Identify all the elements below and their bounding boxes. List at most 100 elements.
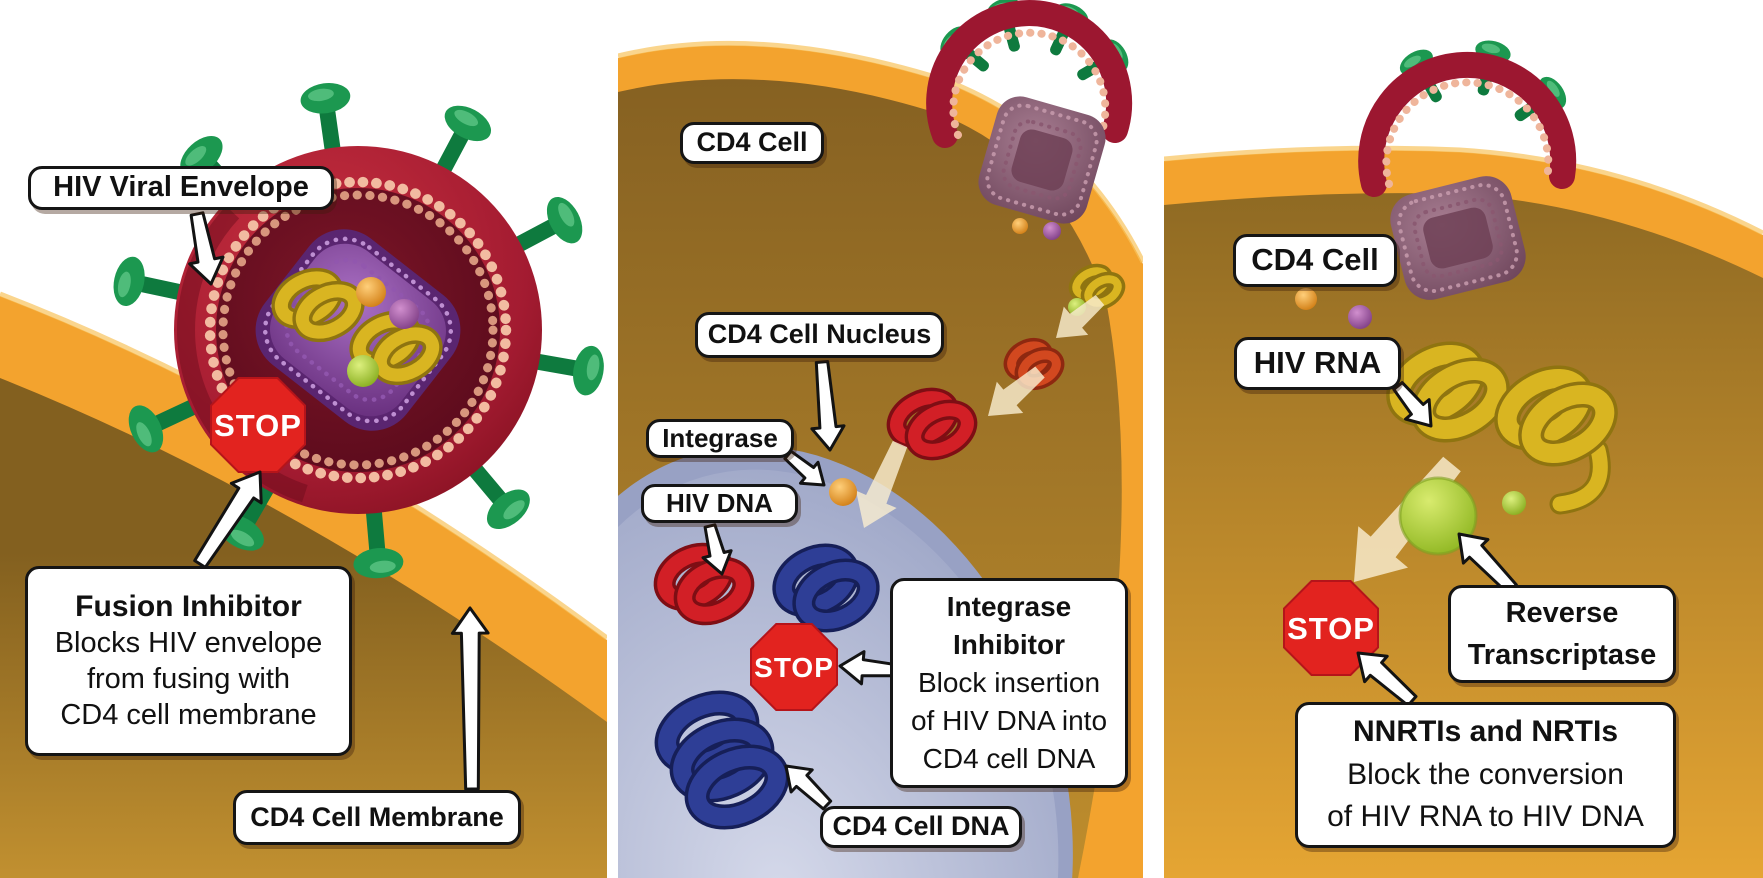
viral-enzyme-sphere bbox=[389, 299, 419, 329]
stop-octagon bbox=[750, 623, 838, 711]
gp120-spike-icon bbox=[527, 345, 604, 396]
spike-stem bbox=[434, 125, 471, 180]
spike-cap-highlight bbox=[308, 88, 334, 102]
spike-stem bbox=[148, 397, 204, 433]
callout-title: Inhibitor bbox=[953, 628, 1065, 660]
gp120-spike-icon bbox=[113, 256, 191, 307]
process-flow-arrow bbox=[988, 366, 1045, 416]
nucleus-pointer-arrow bbox=[810, 360, 846, 452]
capsid-bead-texture bbox=[985, 103, 1099, 217]
callout-title: Integrase bbox=[946, 590, 1072, 622]
stop-sign: STOP bbox=[210, 377, 306, 473]
hiv-rna-pointer-arrow bbox=[1392, 381, 1433, 428]
coil-loop bbox=[295, 284, 362, 339]
viral-enzyme-sphere bbox=[347, 355, 379, 387]
cd4-dna-coil bbox=[772, 543, 880, 633]
spike-stem bbox=[238, 477, 277, 531]
spike-cap-highlight bbox=[454, 109, 479, 127]
integrase-pointer-arrow bbox=[783, 449, 826, 487]
spike-cap-highlight bbox=[1546, 80, 1560, 97]
fusing-virion bbox=[1358, 40, 1577, 197]
spike-stem bbox=[132, 275, 191, 301]
viral-enzyme-sphere bbox=[1295, 288, 1317, 310]
label-text: HIV Viral Envelope bbox=[53, 171, 309, 204]
matrix-bead-ring bbox=[204, 176, 512, 484]
hiv-rna-coil bbox=[271, 267, 365, 343]
hiv-rna-coil bbox=[1494, 365, 1618, 467]
gp120-spike-icon bbox=[300, 83, 351, 160]
viral-enzyme-sphere bbox=[1043, 222, 1061, 240]
callout-line: of HIV DNA into bbox=[910, 705, 1108, 737]
callout-line: of HIV RNA to HIV DNA bbox=[1327, 800, 1644, 834]
label-text: HIV DNA bbox=[666, 488, 773, 519]
label-text: HIV RNA bbox=[1253, 345, 1382, 381]
label-text: CD4 Cell bbox=[696, 127, 808, 158]
spike-cap-highlight bbox=[1481, 43, 1501, 54]
hiv-dna-pointer-arrow bbox=[701, 523, 733, 576]
viral-enzyme-sphere bbox=[356, 277, 386, 307]
label-text: CD4 Cell Membrane bbox=[250, 801, 504, 832]
gp120-spike-icon bbox=[465, 459, 530, 530]
membrane-highlight bbox=[1164, 145, 1763, 236]
hiv-rna-coil bbox=[1068, 263, 1126, 311]
viral-enzyme-sphere bbox=[1012, 218, 1028, 234]
spike-cap-highlight bbox=[586, 354, 600, 381]
gp120-spike-icon bbox=[508, 196, 583, 254]
viral-envelope bbox=[926, 0, 1133, 148]
fusing-virion bbox=[926, 0, 1133, 148]
rna-end-knob bbox=[1502, 491, 1526, 515]
label-hiv-rna: HIV RNA bbox=[1234, 337, 1401, 390]
integrase-inhibitor-pointer-arrow bbox=[838, 650, 895, 686]
label-cd4-cell-middle: CD4 Cell bbox=[680, 122, 824, 164]
spike-cap-highlight bbox=[503, 500, 525, 520]
spike-cap-highlight bbox=[230, 529, 255, 547]
process-flow-arrow bbox=[1056, 295, 1105, 338]
callout-line: Block the conversion bbox=[1347, 757, 1624, 791]
coil-loop bbox=[1521, 385, 1615, 463]
label-text: CD4 Cell DNA bbox=[832, 811, 1010, 842]
envelope-shadow bbox=[177, 149, 539, 511]
coil-loop bbox=[908, 403, 974, 457]
callout-line: from fusing with bbox=[86, 662, 291, 695]
spike-cap-highlight bbox=[185, 146, 207, 166]
coil-loop bbox=[673, 720, 771, 800]
label-text: CD4 Cell bbox=[1251, 242, 1379, 278]
label-text: Transcriptase bbox=[1467, 639, 1657, 671]
matrix-bead-arc bbox=[949, 28, 1110, 139]
callout-fusion-inhibitor: Fusion Inhibitor Blocks HIV envelope fro… bbox=[25, 566, 352, 756]
nnrti-pointer-arrow bbox=[1356, 651, 1418, 707]
cd4-dna-pointer-arrow bbox=[784, 764, 833, 811]
capsid-bead-texture bbox=[1397, 182, 1519, 294]
stop-sign: STOP bbox=[1283, 580, 1379, 676]
label-cd4-cell-nucleus: CD4 Cell Nucleus bbox=[695, 312, 944, 358]
gp120-spike-icon bbox=[353, 501, 404, 579]
stop-octagon bbox=[1283, 580, 1379, 676]
capsid-contents bbox=[271, 267, 443, 387]
callout-title: NNRTIs and NRTIs bbox=[1352, 715, 1619, 749]
spike-cap-highlight bbox=[369, 560, 396, 573]
spike-stem bbox=[508, 217, 563, 254]
stop-octagon bbox=[210, 377, 306, 473]
stop-text: STOP bbox=[214, 408, 302, 443]
hiv-rna-coil bbox=[349, 310, 443, 386]
capsid-core bbox=[1011, 129, 1073, 191]
stop-text: STOP bbox=[754, 652, 834, 683]
stop-sign: STOP bbox=[750, 623, 838, 711]
reverse-transcriptase-sphere-edge bbox=[1398, 476, 1478, 556]
reverse-transcriptase-sphere bbox=[1400, 478, 1476, 554]
callout-title: Fusion Inhibitor bbox=[75, 590, 302, 624]
callout-integrase-inhibitor: Integrase Inhibitor Block insertion of H… bbox=[890, 578, 1128, 788]
callout-line: CD4 cell membrane bbox=[60, 698, 317, 731]
spike-stem bbox=[465, 459, 510, 509]
entering-capsid bbox=[978, 96, 1106, 224]
callout-line: Block insertion bbox=[917, 666, 1101, 698]
capsid-bead-texture bbox=[1001, 119, 1083, 201]
spike-cap-highlight bbox=[117, 271, 131, 298]
process-flow-arrow bbox=[856, 440, 908, 528]
callout-line: Blocks HIV envelope bbox=[54, 626, 323, 659]
label-integrase: Integrase bbox=[646, 419, 794, 458]
gp120-spike-icon bbox=[434, 105, 492, 180]
label-text: Reverse bbox=[1505, 596, 1619, 629]
capsid-bead-texture bbox=[1412, 197, 1504, 279]
